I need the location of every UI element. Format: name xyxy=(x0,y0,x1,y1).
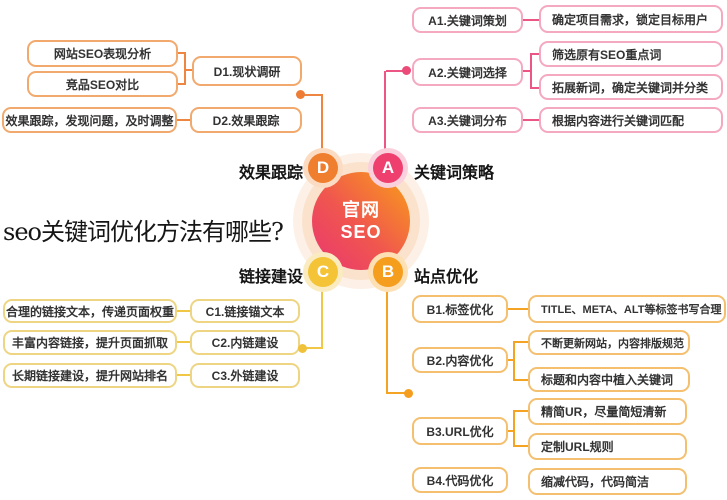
connector-line xyxy=(321,286,323,349)
connector-line xyxy=(530,53,539,55)
connector-line xyxy=(384,71,386,154)
branch-label-link-building: 链接建设 xyxy=(238,269,303,286)
connector-line xyxy=(523,119,539,121)
node-b2-content-optimization: B2.内容优化 xyxy=(412,347,508,373)
connector-line xyxy=(386,392,408,394)
satellite-c: C xyxy=(308,257,338,287)
leaf-b2-update-website: 不断更新网站，内容排版规范 xyxy=(528,330,690,355)
connector-line xyxy=(178,83,186,85)
leaf-b3-concise-url: 精简UR，尽量简短清新 xyxy=(528,398,687,425)
connector-line xyxy=(513,341,515,381)
node-a1-keyword-planning: A1.关键词策划 xyxy=(412,7,523,33)
connector-line xyxy=(513,445,528,447)
leaf-c3-longterm-links: 长期链接建设，提升网站排名 xyxy=(3,363,177,388)
leaf-c1-anchor-text-weight: 合理的链接文本，传递页面权重 xyxy=(3,299,177,323)
leaf-d2-track-adjust: 效果跟踪，发现问题，及时调整 xyxy=(2,107,177,133)
leaf-b2-embed-keywords: 标题和内容中植入关键词 xyxy=(528,367,690,392)
connector-line xyxy=(513,379,528,381)
connector-line xyxy=(302,347,323,349)
connector-line xyxy=(178,52,186,54)
connector-line xyxy=(177,341,190,343)
connector-line xyxy=(177,119,190,121)
node-d2-effect-tracking: D2.效果跟踪 xyxy=(190,107,302,133)
connector-line xyxy=(184,69,192,71)
leaf-b4-reduce-code: 缩减代码，代码简洁 xyxy=(528,468,687,495)
leaf-a2-filter-keywords: 筛选原有SEO重点词 xyxy=(539,41,723,67)
node-a2-keyword-selection: A2.关键词选择 xyxy=(412,58,523,86)
leaf-d1-website-seo-analysis: 网站SEO表现分析 xyxy=(27,40,178,67)
connector-line xyxy=(300,94,323,96)
connector-line xyxy=(184,52,186,85)
leaf-c2-content-links: 丰富内容链接，提升页面抓取 xyxy=(3,330,177,355)
satellite-d: D xyxy=(308,153,338,183)
connector-line xyxy=(508,430,515,432)
connector-line xyxy=(177,310,190,312)
leaf-d1-competitor-seo: 竞品SEO对比 xyxy=(27,71,178,97)
connector-line xyxy=(530,53,532,89)
node-b3-url-optimization: B3.URL优化 xyxy=(412,417,508,445)
connector-line xyxy=(321,94,323,155)
connector-line xyxy=(513,410,515,447)
branch-label-effect-tracking: 效果跟踪 xyxy=(238,165,303,182)
node-b1-tag-optimization: B1.标签优化 xyxy=(412,295,508,323)
branch-label-keyword-strategy: 关键词策略 xyxy=(414,165,495,182)
center-node-line2: SEO xyxy=(340,222,382,242)
connector-line xyxy=(530,87,539,89)
connector-dot-c xyxy=(298,344,307,353)
connector-dot-a xyxy=(402,66,411,75)
branch-label-site-optimization: 站点优化 xyxy=(414,269,479,286)
connector-line xyxy=(386,286,388,394)
node-a3-keyword-distribution: A3.关键词分布 xyxy=(412,107,523,133)
node-c2-internal-links: C2.内链建设 xyxy=(190,330,300,355)
node-d1-status-research: D1.现状调研 xyxy=(192,56,302,86)
center-node-line1: 官网 xyxy=(342,200,380,220)
satellite-b: B xyxy=(373,257,403,287)
leaf-a3-keyword-matching: 根据内容进行关键词匹配 xyxy=(539,107,723,133)
connector-line xyxy=(386,70,406,72)
leaf-b3-custom-url-rules: 定制URL规则 xyxy=(528,433,687,460)
leaf-a2-expand-keywords: 拓展新词，确定关键词并分类 xyxy=(539,74,723,100)
satellite-a: A xyxy=(373,153,403,183)
connector-line xyxy=(523,70,532,72)
leaf-b1-title-meta-alt: TITLE、META、ALT等标签书写合理 xyxy=(528,295,726,323)
node-c3-external-links: C3.外链建设 xyxy=(190,363,300,388)
leaf-a1-project-needs: 确定项目需求，锁定目标用户 xyxy=(539,5,723,33)
connector-dot-b xyxy=(404,389,413,398)
node-c1-anchor-text: C1.链接锚文本 xyxy=(190,299,300,323)
connector-line xyxy=(177,374,190,376)
connector-dot-d xyxy=(296,90,305,99)
node-b4-code-optimization: B4.代码优化 xyxy=(412,467,508,493)
connector-line xyxy=(508,308,528,310)
page-title: seo关键词优化方法有哪些? xyxy=(3,218,284,246)
connector-line xyxy=(508,359,515,361)
connector-line xyxy=(513,341,528,343)
connector-line xyxy=(523,19,539,21)
connector-line xyxy=(513,410,528,412)
